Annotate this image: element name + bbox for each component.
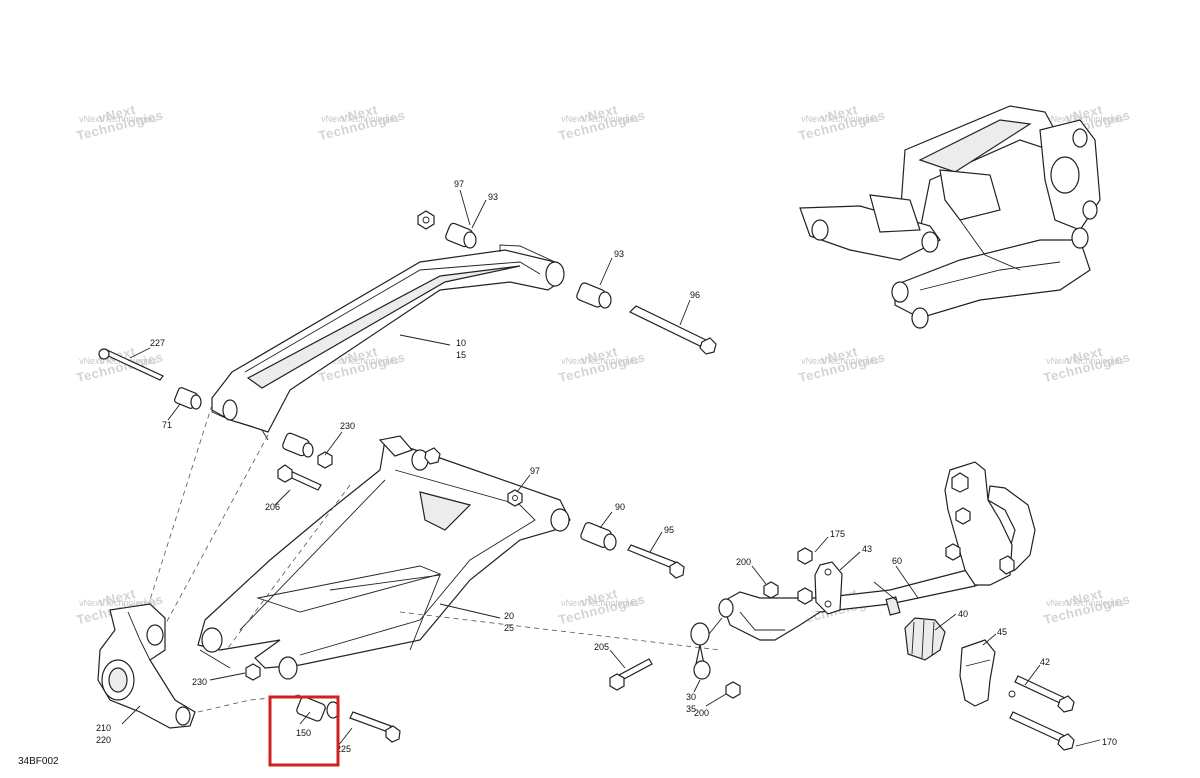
callout-25[interactable]: 25 <box>504 623 514 633</box>
link-rod[interactable] <box>690 617 723 680</box>
callout-71[interactable]: 71 <box>162 420 172 430</box>
callout-10[interactable]: 10 <box>456 338 466 348</box>
callout-97[interactable]: 97 <box>530 466 540 476</box>
callout-15[interactable]: 15 <box>456 350 466 360</box>
callout-40[interactable]: 40 <box>958 609 968 619</box>
callout-227[interactable]: 227 <box>150 338 165 348</box>
callout-220[interactable]: 220 <box>96 735 111 745</box>
bolts-lower-right <box>609 658 1075 751</box>
callout-layer: 97 93 93 96 227 71 10 15 230 206 97 90 9… <box>96 179 1117 754</box>
callout-95[interactable]: 95 <box>664 525 674 535</box>
callout-42[interactable]: 42 <box>1040 657 1050 667</box>
leader-lines <box>121 189 1101 747</box>
callout-170[interactable]: 170 <box>1102 737 1117 747</box>
callout-200[interactable]: 200 <box>736 557 751 567</box>
bracket-43[interactable] <box>763 547 843 615</box>
callout-45[interactable]: 45 <box>997 627 1007 637</box>
callout-60[interactable]: 60 <box>892 556 902 566</box>
watermark-text: vNext Technologies <box>321 356 399 366</box>
callout-200[interactable]: 200 <box>694 708 709 718</box>
callout-230[interactable]: 230 <box>192 677 207 687</box>
watermark-text: vNext Technologies <box>1046 356 1124 366</box>
callout-96[interactable]: 96 <box>690 290 700 300</box>
callout-230[interactable]: 230 <box>340 421 355 431</box>
watermark-text: vNext Technologies <box>561 356 639 366</box>
stabilizer-bar[interactable] <box>718 461 1036 641</box>
assembled-view <box>799 105 1101 329</box>
upper-a-arm[interactable] <box>211 244 565 441</box>
callout-43[interactable]: 43 <box>862 544 872 554</box>
callout-206[interactable]: 206 <box>265 502 280 512</box>
knuckle[interactable] <box>97 603 196 729</box>
watermark-text: vNext Technologies <box>801 356 879 366</box>
callout-175[interactable]: 175 <box>830 529 845 539</box>
lower-arm-hardware <box>245 489 685 743</box>
callout-93[interactable]: 93 <box>614 249 624 259</box>
watermark-text: vNext Technologies <box>561 598 639 608</box>
bushing-40[interactable] <box>904 617 946 661</box>
watermark-text: vNext Technologies <box>79 114 157 124</box>
lower-a-arm[interactable] <box>197 435 571 680</box>
callout-205[interactable]: 205 <box>594 642 609 652</box>
callout-210[interactable]: 210 <box>96 723 111 733</box>
callout-225[interactable]: 225 <box>336 744 351 754</box>
callout-35[interactable]: 35 <box>686 704 696 714</box>
upper-arm-hardware <box>98 210 717 491</box>
callout-30[interactable]: 30 <box>686 692 696 702</box>
clamp-45[interactable] <box>959 639 1016 707</box>
callout-20[interactable]: 20 <box>504 611 514 621</box>
watermark-text: vNext Technologies <box>801 114 879 124</box>
watermark-text: vNext Technologies <box>321 114 399 124</box>
highlight-box-150[interactable] <box>268 695 340 767</box>
diagram-code: 34BF002 <box>18 756 59 767</box>
watermark-text: vNext Technologies <box>79 598 157 608</box>
watermark-text: vNext Technologies <box>1046 114 1124 124</box>
callout-93[interactable]: 93 <box>488 192 498 202</box>
callout-90[interactable]: 90 <box>615 502 625 512</box>
alignment-lines <box>149 404 721 713</box>
callout-97[interactable]: 97 <box>454 179 464 189</box>
watermark-text: vNext Technologies <box>1046 598 1124 608</box>
watermark-text: vNext Technologies <box>561 114 639 124</box>
callout-150[interactable]: 150 <box>296 728 311 738</box>
